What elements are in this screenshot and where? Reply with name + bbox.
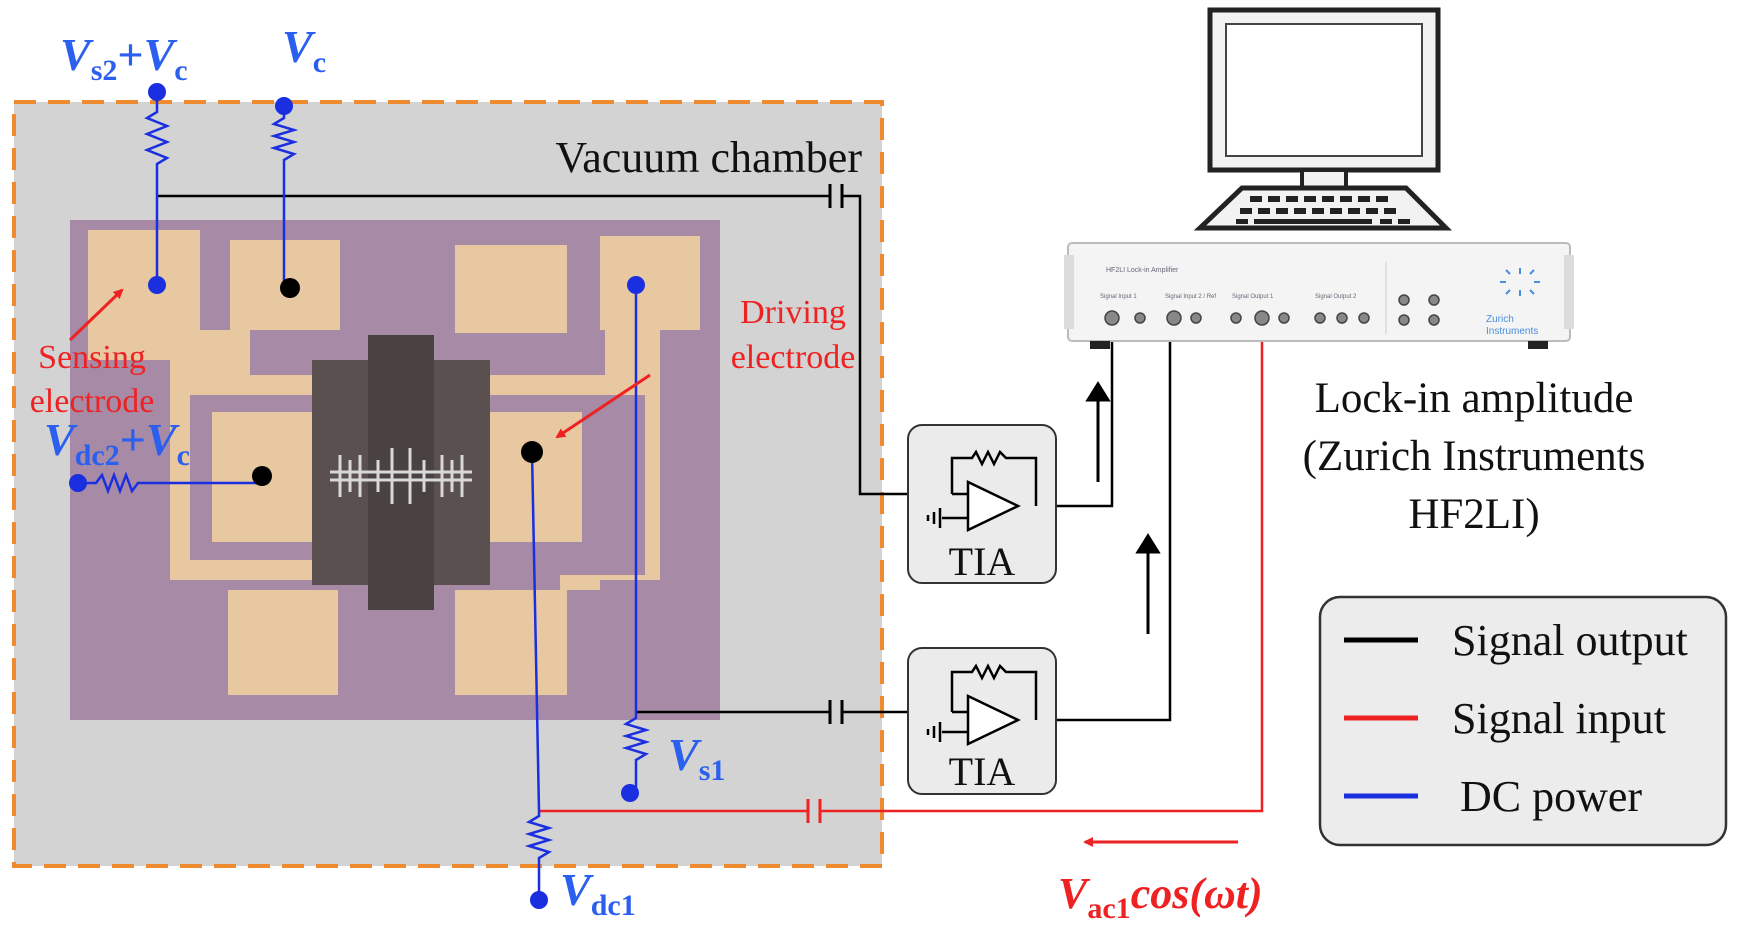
computer-monitor-icon [1207, 7, 1441, 190]
lockin-panel-title: HF2LI Lock-in Amplifier [1106, 267, 1179, 274]
svg-text:(Zurich Instruments: (Zurich Instruments [1303, 433, 1646, 480]
driving-electrode-dot [521, 441, 543, 463]
tia-lower: TIA [907, 647, 1057, 795]
pad-bottom-right [455, 590, 567, 695]
label-vac1: Vac1cos(ωt) [1058, 869, 1263, 925]
pad-vc-dot [280, 278, 300, 298]
label-vs2-vc: Vs2+Vc [60, 29, 188, 87]
signal-input-wire [539, 318, 1264, 823]
label-vdc1: Vdc1 [560, 864, 636, 922]
legend-item-signal-input: Signal input [1344, 694, 1666, 743]
terminal-vs2vc-dot [148, 83, 166, 101]
lockin-brand-2: Instruments [1486, 326, 1538, 337]
keyboard-icon [1193, 185, 1453, 231]
pad-vs1-dot [627, 276, 645, 294]
svg-text:electrode: electrode [731, 339, 856, 376]
label-vc: Vc [282, 21, 326, 79]
tia-upper: TIA [907, 424, 1057, 584]
terminal-vdc2vc-dot [69, 474, 87, 492]
pad-top-right-1 [455, 245, 567, 333]
dc-power-wires [80, 94, 651, 898]
svg-text:Sensing: Sensing [38, 339, 146, 376]
lockin-port-group-4: Signal Output 2 [1315, 294, 1357, 300]
chamber-title: Vacuum chamber [555, 133, 862, 182]
driving-electrode-annotation: Driving electrode [555, 294, 856, 439]
lock-in-amplifier-instrument: HF2LI Lock-in Amplifier Signal Input 1 S… [1064, 242, 1574, 349]
lockin-port-group-1: Signal Input 1 [1100, 294, 1137, 300]
svg-text:Signal output: Signal output [1452, 616, 1688, 665]
svg-text:Driving: Driving [740, 294, 846, 331]
lockin-port-group-3: Signal Output 1 [1232, 294, 1274, 300]
lockin-brand-1: Zurich [1486, 314, 1514, 325]
capacitor-symbols [828, 184, 844, 724]
svg-text:DC power: DC power [1460, 772, 1642, 821]
svg-text:Lock-in amplitude: Lock-in amplitude [1315, 375, 1634, 422]
sensing-electrode-dot [148, 276, 166, 294]
lockin-port-group-2: Signal Input 2 / Ref [1165, 294, 1216, 300]
terminal-vc-dot [275, 97, 293, 115]
svg-text:HF2LI): HF2LI) [1408, 491, 1539, 538]
resonator-structure [330, 448, 472, 504]
output-arrows [1085, 381, 1161, 634]
tia-upper-label: TIA [949, 539, 1016, 584]
label-vs1: Vs1 [668, 729, 725, 787]
tia-lower-label: TIA [949, 749, 1016, 794]
terminal-dots [69, 83, 645, 909]
legend: Signal output Signal input DC power [1318, 595, 1728, 847]
sensing-electrode-annotation: Sensing electrode [30, 288, 155, 420]
driving-side-trace [450, 236, 700, 590]
zurich-logo-icon [1500, 268, 1540, 296]
legend-item-dc-power: DC power [1344, 772, 1642, 821]
signal-output-wires [157, 194, 1172, 722]
terminal-vs1-dot [621, 784, 639, 802]
svg-text:electrode: electrode [30, 383, 155, 420]
svg-text:Signal input: Signal input [1452, 694, 1666, 743]
pad-bottom-left [228, 590, 338, 695]
sensing-electrode-trace [88, 230, 330, 580]
lockin-caption: Lock-in amplitude (Zurich Instruments HF… [1303, 375, 1646, 538]
chip-micrograph [70, 220, 720, 720]
terminal-vdc1-dot [530, 891, 548, 909]
label-vdc2-vc: Vdc2+Vc [44, 414, 190, 472]
pad-vdc2-dot [252, 466, 272, 486]
legend-item-signal-output: Signal output [1344, 616, 1688, 665]
